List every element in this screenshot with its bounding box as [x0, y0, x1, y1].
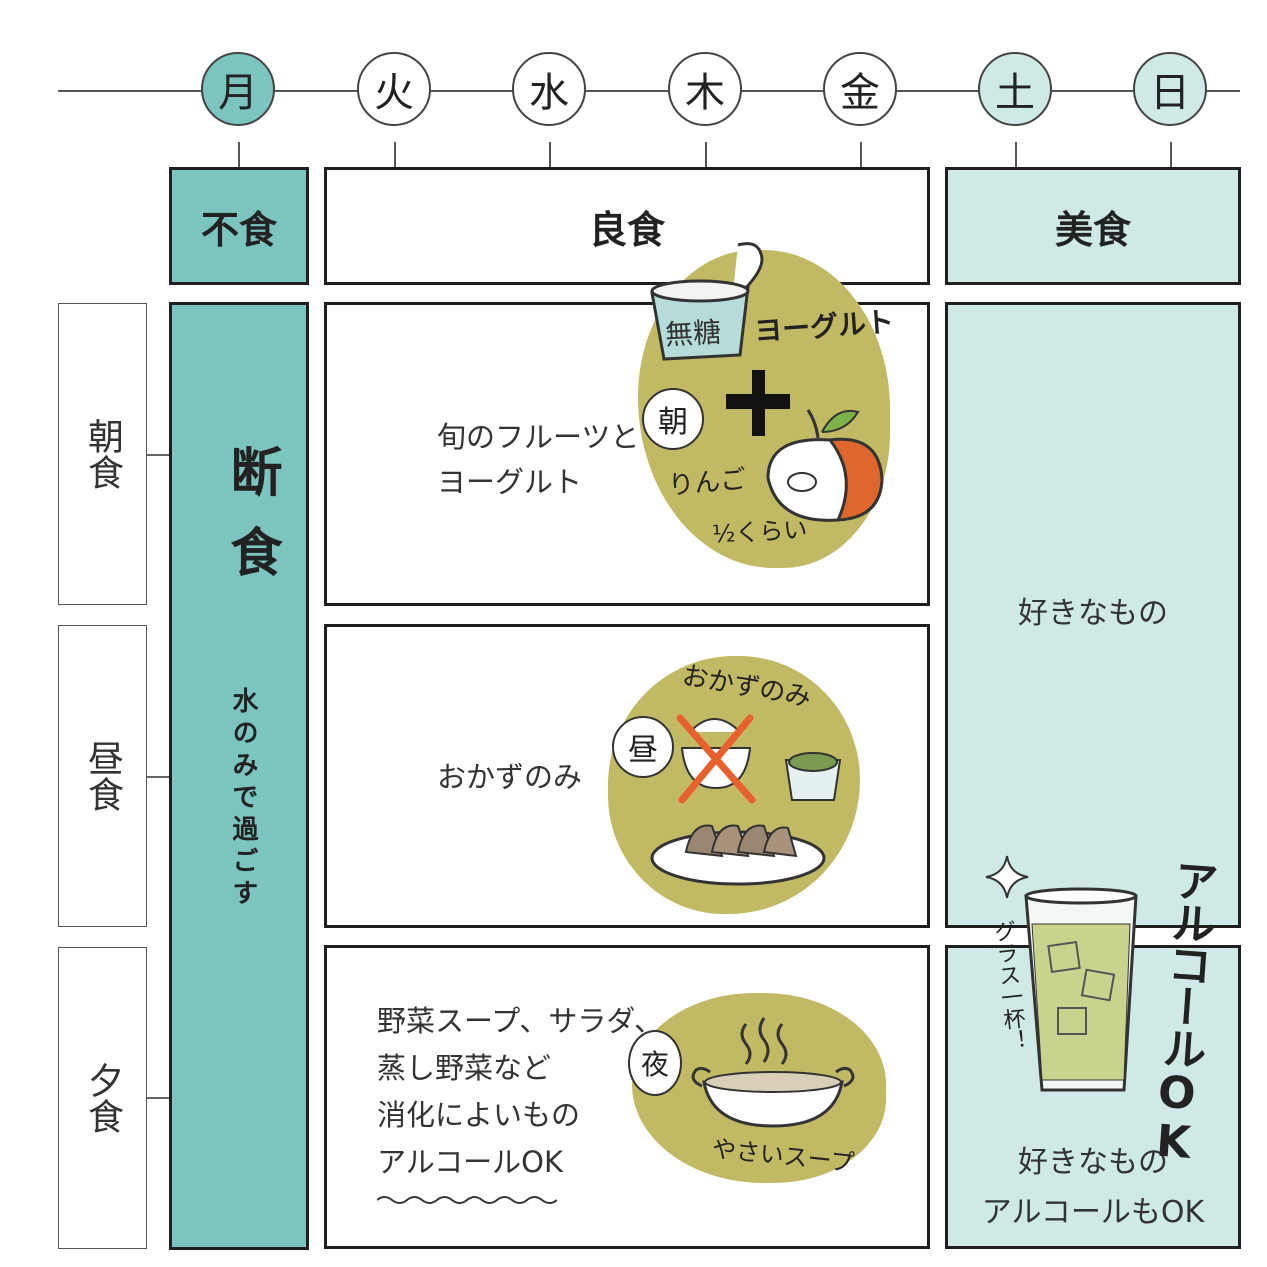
yogurt-cup-icon [650, 242, 764, 361]
tick-sunday [1170, 142, 1172, 167]
day-monday: 月 [201, 52, 275, 126]
bishoku-dinner-text: 好きなもの アルコールもOK [981, 1145, 1205, 1230]
meal-label-breakfast: 朝食 [58, 303, 147, 605]
sparkle-icon [985, 855, 1029, 899]
bishoku-main-cell: 好きなもの [945, 302, 1241, 928]
connector-lunch [147, 776, 169, 778]
highball-glass-icon [1024, 887, 1138, 1092]
apple-amount: ½くらい [711, 515, 809, 549]
dinner-text: 野菜スープ、サラダ、 蒸し野菜など 消化によいもの アルコールOK [377, 1004, 663, 1179]
fasting-title: 断食 [221, 445, 281, 605]
wavy-underline [377, 1196, 557, 1204]
soup-bowl-icon [691, 1017, 855, 1128]
header-bishoku: 美食 [945, 167, 1241, 285]
tick-thursday [705, 142, 707, 167]
tag-breakfast: 朝 [642, 388, 704, 450]
connector-dinner [147, 1097, 169, 1099]
side-dish-icon [784, 752, 842, 801]
tick-friday [860, 142, 862, 167]
plus-icon [726, 370, 790, 436]
apple-label: りんご [667, 464, 748, 502]
tag-dinner: 夜 [628, 1030, 682, 1096]
lunch-text: おかずのみ [437, 760, 583, 794]
fasting-note: 水のみで過ごす [228, 687, 258, 911]
fasting-column: 断食 水のみで過ごす [169, 302, 309, 1250]
day-thursday: 木 [668, 52, 742, 126]
meal-label-lunch: 昼食 [58, 625, 147, 927]
tick-tuesday [394, 142, 396, 167]
tag-lunch: 昼 [612, 716, 674, 778]
tick-saturday [1015, 142, 1017, 167]
connector-breakfast [147, 454, 169, 456]
day-saturday: 土 [978, 52, 1052, 126]
day-sunday: 日 [1133, 52, 1207, 126]
header-ryoshoku: 良食 [324, 167, 930, 285]
tick-wednesday [549, 142, 551, 167]
tick-monday [238, 142, 240, 167]
bishoku-main-text: 好きなもの [1018, 596, 1168, 631]
day-friday: 金 [823, 52, 897, 126]
meat-plate-icon [650, 824, 826, 886]
day-tuesday: 火 [357, 52, 431, 126]
day-wednesday: 水 [512, 52, 586, 126]
breakfast-text: 旬のフルーツと ヨーグルト [437, 420, 640, 499]
apple-icon [766, 409, 884, 522]
cup-label: 無糖 [664, 315, 722, 352]
week-timeline [58, 90, 1240, 92]
rice-bowl-crossed-icon [676, 714, 756, 804]
header-fushoku: 不食 [169, 167, 309, 285]
meal-label-dinner: 夕食 [58, 947, 147, 1249]
